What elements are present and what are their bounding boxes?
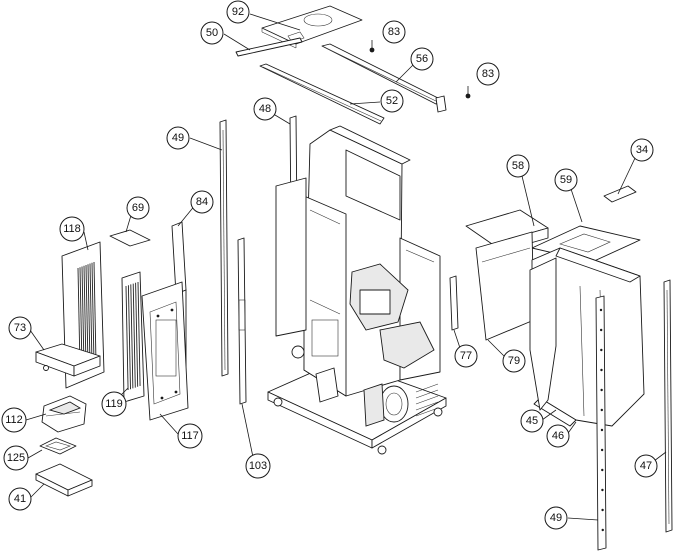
ash-pan-part-41 [35,463,93,497]
svg-text:56: 56 [416,53,428,65]
callout-59: 59 [554,168,578,192]
callout-125: 125 [3,445,29,471]
vertical-rail-part-49-left [219,119,229,377]
callout-117: 117 [177,423,203,449]
svg-text:34: 34 [636,144,648,156]
svg-text:73: 73 [14,322,26,334]
callout-73: 73 [8,316,32,340]
callout-83-a: 83 [382,20,406,44]
callout-47: 47 [634,454,658,478]
callout-83-b: 83 [476,62,500,86]
callout-103: 103 [245,453,271,479]
gasket-part-125 [39,437,77,455]
svg-text:58: 58 [512,160,524,172]
vertical-rail-part-49-right [595,295,607,551]
tray-part-73 [35,343,101,377]
callout-92: 92 [226,0,250,24]
rail-part-50 [235,37,303,57]
svg-text:112: 112 [5,414,23,426]
callout-112: 112 [1,407,27,433]
svg-text:83: 83 [388,26,400,38]
svg-text:119: 119 [105,398,123,410]
svg-text:84: 84 [196,196,208,208]
svg-text:118: 118 [63,223,81,235]
callout-49-b: 49 [544,506,568,530]
heat-exchanger-part-119 [121,271,145,403]
leader-lines [25,13,667,521]
svg-text:41: 41 [14,493,26,505]
svg-text:77: 77 [460,350,472,362]
back-plate-part-117 [141,281,189,421]
callout-56: 56 [410,47,434,71]
callout-58: 58 [506,154,530,178]
callout-50: 50 [200,21,224,45]
svg-text:45: 45 [526,415,538,427]
gasket-part-69 [109,229,151,247]
hopper-liner-part-45 [529,257,557,411]
svg-text:48: 48 [259,103,271,115]
svg-text:49: 49 [172,132,184,144]
callout-49-a: 49 [166,126,190,150]
callout-119: 119 [101,391,127,417]
rail-part-52 [259,63,385,125]
vertical-strip-part-103 [237,237,247,405]
callout-79: 79 [502,349,526,373]
callout-77: 77 [454,344,478,368]
svg-text:47: 47 [640,460,652,472]
callout-69: 69 [126,196,150,220]
hopper-side-part-79 [475,231,535,341]
rail-part-56 [321,43,447,113]
svg-text:92: 92 [232,6,244,18]
svg-text:83: 83 [482,68,494,80]
callout-118: 118 [59,216,85,242]
svg-text:46: 46 [552,430,564,442]
svg-text:103: 103 [249,460,267,472]
callout-84: 84 [190,190,214,214]
main-chassis [267,125,447,455]
callout-46: 46 [546,424,570,448]
top-plate-part-92 [261,5,363,49]
burner-pot-part-112 [41,395,87,433]
svg-text:59: 59 [560,174,572,186]
svg-text:79: 79 [508,355,520,367]
callout-45: 45 [520,409,544,433]
vertical-rail-part-47 [663,279,673,533]
callout-41: 41 [8,487,32,511]
screw-part-83-b [465,86,471,99]
callout-52: 52 [380,89,404,113]
svg-text:50: 50 [206,27,218,39]
callout-34: 34 [630,138,654,162]
svg-text:125: 125 [7,452,25,464]
bracket-part-34 [603,185,637,203]
svg-text:69: 69 [132,202,144,214]
svg-text:49: 49 [550,512,562,524]
svg-text:117: 117 [181,430,199,442]
callout-48: 48 [253,97,277,121]
screw-part-83-a [369,40,375,53]
strip-part-77 [449,275,459,331]
svg-text:52: 52 [386,95,398,107]
